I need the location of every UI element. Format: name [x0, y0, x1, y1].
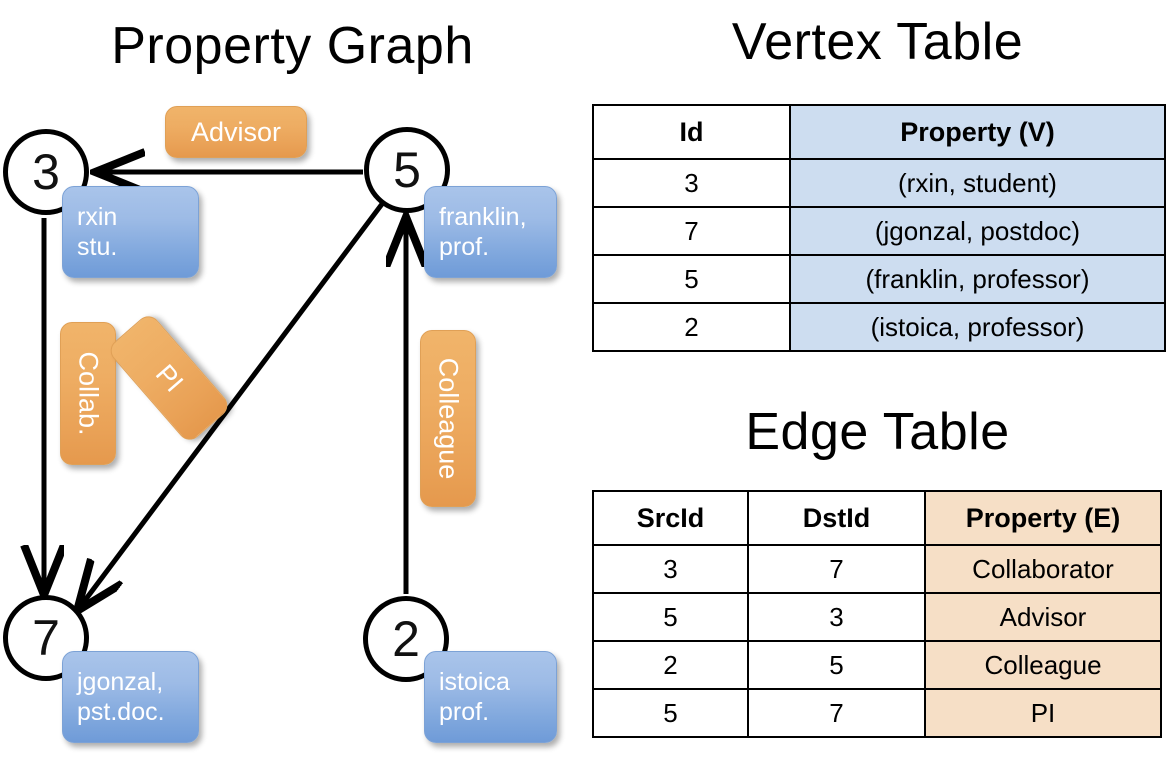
page-title-edge-table: Edge Table	[745, 403, 1010, 461]
node-property-line-1: franklin,	[439, 202, 527, 231]
node-property-line-2: prof.	[439, 233, 490, 261]
cell-dstid: 5	[747, 640, 926, 690]
column-header-srcid: SrcId	[592, 490, 749, 546]
cell-property: Advisor	[924, 592, 1162, 642]
cell-id: 3	[592, 158, 791, 208]
table-row: 3 7 Collaborator	[592, 544, 1162, 594]
column-header-property: Property (E)	[924, 490, 1162, 546]
column-header-property: Property (V)	[789, 104, 1166, 160]
column-header-id: Id	[592, 104, 791, 160]
cell-srcid: 2	[592, 640, 749, 690]
cell-id: 7	[592, 206, 791, 256]
table-row: 5 3 Advisor	[592, 592, 1162, 642]
node-property-box-rxin: rxin stu.	[62, 186, 199, 278]
graph-node-5[interactable]: 5	[364, 127, 450, 213]
cell-srcid: 5	[592, 592, 749, 642]
page-title-vertex-table: Vertex Table	[731, 13, 1024, 71]
node-property-box-jgonzal: jgonzal, pst.doc.	[62, 651, 199, 743]
cell-property: (franklin, professor)	[789, 254, 1166, 304]
node-property-line-2: stu.	[77, 233, 118, 261]
table-row: 2 (istoica, professor)	[592, 302, 1166, 352]
edge-5-to-7	[80, 202, 385, 607]
node-property-box-franklin: franklin, prof.	[424, 186, 557, 278]
cell-id: 2	[592, 302, 791, 352]
page-title-property-graph: Property Graph	[111, 17, 474, 75]
graph-edges-layer	[0, 0, 585, 760]
table-row: 3 (rxin, student)	[592, 158, 1166, 208]
table-row: 7 (jgonzal, postdoc)	[592, 206, 1166, 256]
edge-label-colleague: Colleague	[420, 330, 476, 507]
cell-srcid: 5	[592, 688, 749, 738]
table-row: 2 5 Colleague	[592, 640, 1162, 690]
cell-property: (jgonzal, postdoc)	[789, 206, 1166, 256]
cell-dstid: 7	[747, 688, 926, 738]
cell-dstid: 3	[747, 592, 926, 642]
table-header-row: Id Property (V)	[592, 104, 1166, 160]
edge-label-text: Colleague	[433, 357, 464, 480]
cell-id: 5	[592, 254, 791, 304]
cell-property: Collaborator	[924, 544, 1162, 594]
table-row: 5 7 PI	[592, 688, 1162, 738]
cell-property: (istoica, professor)	[789, 302, 1166, 352]
edge-label-text: Advisor	[190, 116, 282, 147]
cell-property: (rxin, student)	[789, 158, 1166, 208]
node-property-line-1: istoica	[439, 667, 510, 696]
cell-srcid: 3	[592, 544, 749, 594]
table-header-row: SrcId DstId Property (E)	[592, 490, 1162, 546]
graph-node-2[interactable]: 2	[363, 596, 449, 682]
cell-property: Colleague	[924, 640, 1162, 690]
node-property-line-2: prof.	[439, 698, 490, 726]
cell-dstid: 7	[747, 544, 926, 594]
node-property-line-2: pst.doc.	[77, 698, 165, 726]
edge-label-text: PI	[149, 358, 190, 398]
edge-label-advisor: Advisor	[165, 106, 307, 158]
edge-label-collab: Collab.	[60, 322, 116, 465]
cell-property: PI	[924, 688, 1162, 738]
table-row: 5 (franklin, professor)	[592, 254, 1166, 304]
node-property-line-1: jgonzal,	[77, 667, 164, 696]
column-header-dstid: DstId	[747, 490, 926, 546]
edge-label-text: Collab.	[73, 351, 104, 436]
node-property-line-1: rxin	[77, 202, 118, 231]
vertex-table: Id Property (V) 3 (rxin, student) 7 (jgo…	[592, 104, 1166, 352]
edge-table: SrcId DstId Property (E) 3 7 Collaborato…	[592, 490, 1162, 738]
property-graph-diagram: 3 5 7 2 rxin stu. franklin, prof. jgonza…	[0, 0, 585, 760]
node-property-box-istoica: istoica prof.	[424, 651, 557, 743]
